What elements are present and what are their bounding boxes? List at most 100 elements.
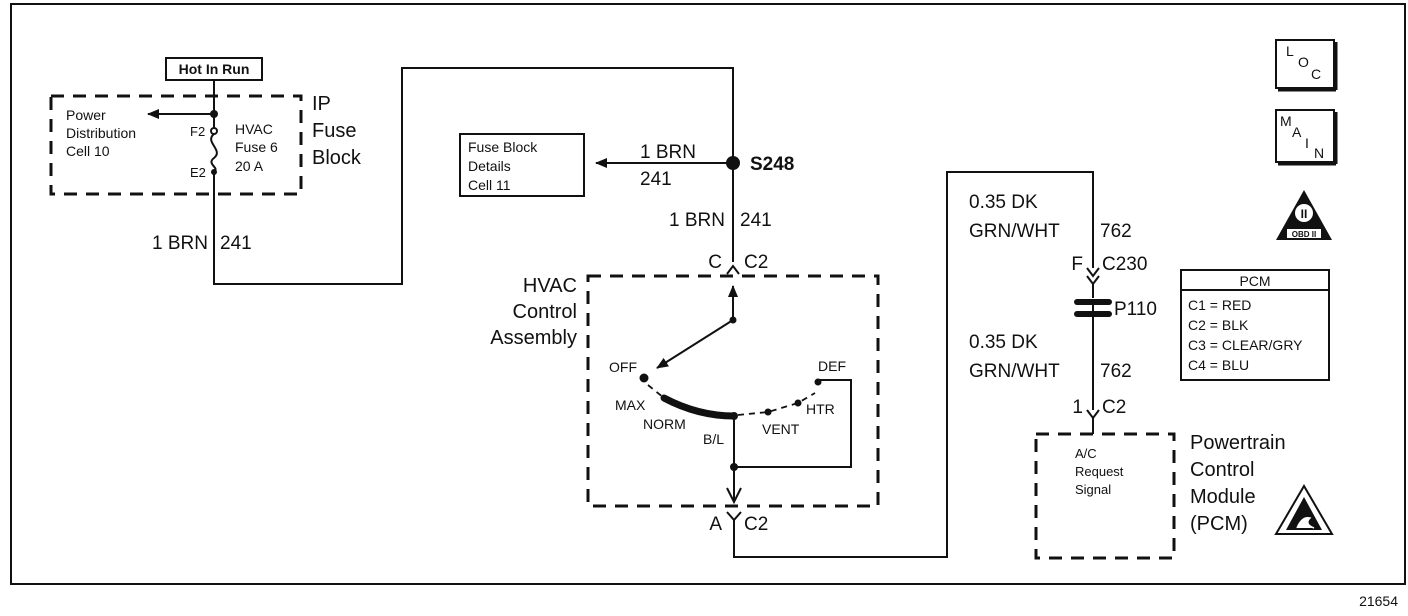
ip-fuse-block-outline (49, 94, 303, 196)
pcm-legend-row: C1 = RED (1188, 297, 1251, 313)
switch-def-label: DEF (818, 358, 846, 374)
pcm-connector-label: C2 (1102, 397, 1126, 418)
fuse-name-line3: 20 A (235, 158, 264, 174)
right-wire-bottom-circuit: 762 (1100, 361, 1132, 382)
switch-max-stub (647, 384, 665, 399)
switch-blade (656, 319, 734, 369)
hvac-label-line2: Control (513, 301, 577, 323)
diagram-frame (10, 3, 1406, 585)
switch-bl-label: B/L (703, 431, 724, 447)
figure-number: 21654 (1359, 593, 1398, 609)
wire-left-size-color: 1 BRN (152, 233, 208, 254)
pcm-legend-row: C2 = BLK (1188, 317, 1249, 333)
hvac-bottom-connector (726, 511, 742, 522)
power-distribution-line2: Distribution (66, 125, 136, 141)
arrow-wire-size-color: 1 BRN (640, 142, 696, 163)
switch-off-label: OFF (609, 359, 637, 375)
pcm-legend-row: C4 = BLU (1188, 357, 1249, 373)
p110-label: P110 (1114, 299, 1157, 320)
fuse-block-details-line1: Fuse Block (468, 139, 538, 155)
splice-s248-label: S248 (750, 154, 794, 175)
pcm-label-line3: Module (1190, 486, 1256, 508)
ip-fuse-block-line2: Fuse (312, 120, 356, 142)
power-distribution-line1: Power (66, 107, 106, 123)
ip-fuse-block-line1: IP (312, 93, 331, 115)
right-wire-top-line2: GRN/WHT (969, 221, 1060, 242)
fuse-terminal-f2 (210, 127, 218, 135)
switch-max-norm-arc (660, 394, 738, 420)
mid-wire-size-color: 1 BRN (669, 210, 725, 231)
main-icon-n: N (1314, 145, 1324, 161)
hvac-control-assembly-outline (586, 274, 880, 508)
loc-icon-c: C (1311, 66, 1321, 82)
fuse-name-line2: Fuse 6 (235, 139, 278, 155)
main-icon-m: M (1280, 113, 1292, 129)
main-icon-i: I (1305, 135, 1309, 151)
main-icon: M A I N (1275, 109, 1338, 166)
hvac-bottom-connector-label: C2 (744, 514, 768, 535)
hvac-label-line3: Assembly (490, 327, 577, 349)
right-wire-top-circuit: 762 (1100, 221, 1132, 242)
wire-left-circuit: 241 (220, 233, 252, 254)
ac-request-line2: Request (1075, 464, 1124, 479)
pcm-outline (1034, 432, 1176, 560)
hvac-top-pin: C (708, 252, 722, 273)
mid-wire-circuit: 241 (740, 210, 772, 231)
right-wire-bottom-line2: GRN/WHT (969, 361, 1060, 382)
fuse-f2-label: F2 (190, 124, 205, 139)
switch-htr-label: HTR (806, 401, 835, 417)
ac-request-line3: Signal (1075, 482, 1111, 497)
power-distribution-line3: Cell 10 (66, 143, 110, 159)
switch-vent-htr-dashed (737, 392, 816, 416)
esd-warning-icon (1274, 484, 1334, 535)
hvac-bottom-pin: A (709, 514, 722, 535)
obd-ii-icon: OBD II II (1276, 190, 1332, 240)
loc-icon-o: O (1298, 54, 1309, 70)
pcm-label-line4: (PCM) (1190, 513, 1248, 535)
right-wire-top-line1: 0.35 DK (969, 192, 1038, 213)
ip-fuse-block-line3: Block (312, 147, 362, 169)
pcm-connector (1086, 409, 1100, 420)
switch-vent-label: VENT (762, 421, 800, 437)
loc-icon: L O C (1275, 39, 1338, 92)
ac-request-line1: A/C (1075, 446, 1097, 461)
p110-pass-through (1074, 299, 1112, 317)
c230-connector-label: C230 (1102, 254, 1147, 275)
pcm-legend-title: PCM (1239, 273, 1270, 289)
switch-max-label: MAX (615, 397, 646, 413)
obd-ii-numeral: II (1301, 207, 1308, 221)
obd-ii-label: OBD II (1292, 230, 1316, 239)
switch-output-arrowhead (726, 487, 742, 505)
switch-vent-contact (764, 408, 772, 416)
fuse-e2-label: E2 (190, 165, 206, 180)
c230-connector-top (1086, 267, 1100, 278)
pcm-legend-row: C3 = CLEAR/GRY (1188, 337, 1303, 353)
fuse-name-line1: HVAC (235, 121, 273, 137)
hvac-top-connector-label: C2 (744, 252, 768, 273)
right-wire-bottom-line1: 0.35 DK (969, 332, 1038, 353)
fuse-block-details-line2: Details (468, 158, 511, 174)
switch-norm-label: NORM (643, 416, 686, 432)
switch-htr-contact (794, 399, 802, 407)
fuse-block-details-box (459, 133, 585, 197)
c230-pin: F (1071, 254, 1083, 275)
pcm-label-line2: Control (1190, 459, 1254, 481)
wire-762 (733, 171, 1094, 558)
hvac-top-connector (726, 264, 740, 275)
fuse-element (210, 133, 218, 172)
main-icon-a: A (1292, 124, 1302, 140)
switch-off-contact (639, 373, 649, 383)
switch-output-junction (730, 463, 738, 471)
switch-def-return-wire (734, 379, 852, 468)
arrow-wire-circuit: 241 (640, 169, 672, 190)
hvac-label-line1: HVAC (523, 275, 577, 297)
hot-in-run-label: Hot In Run (179, 61, 250, 77)
pcm-connector-legend: PCM C1 = RED C2 = BLK C3 = CLEAR/GRY C4 … (1180, 269, 1330, 381)
fuse-block-details-line3: Cell 11 (468, 177, 511, 193)
pcm-label-line1: Powertrain (1190, 432, 1286, 454)
loc-icon-l: L (1286, 43, 1294, 59)
fuse-terminal-e2 (211, 169, 217, 175)
pcm-connector-pin: 1 (1072, 397, 1083, 418)
wire-241-left (213, 67, 734, 285)
